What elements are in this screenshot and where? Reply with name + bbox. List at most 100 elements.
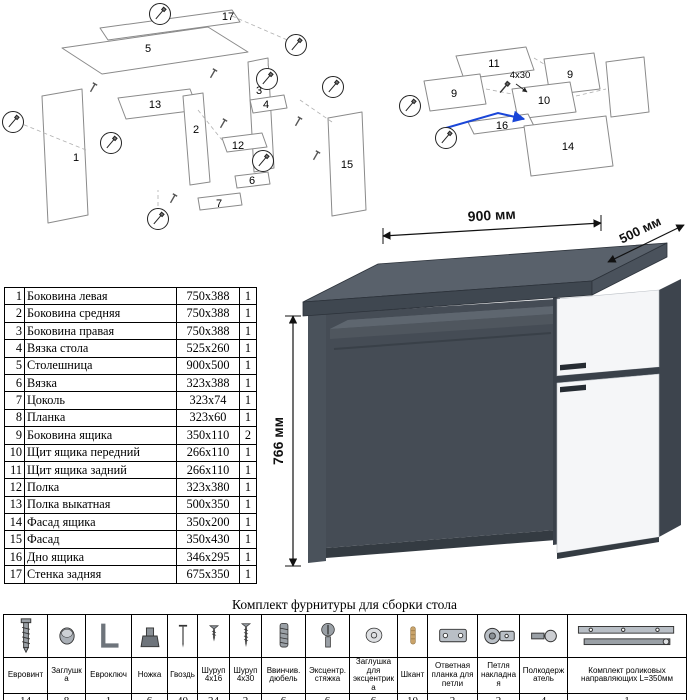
hardware-qty: 1 (567, 692, 687, 700)
part-qty: 1 (239, 478, 257, 497)
part-label: 9 (451, 88, 457, 100)
hex-key-icon (100, 623, 119, 648)
part-label: 2 (193, 124, 199, 136)
part-name: Стенка задняя (24, 565, 177, 584)
part-name: Полка (24, 478, 177, 497)
hardware-name: Комплект роликовых направляющих L=350мм (567, 657, 687, 694)
bottom-insert-arrow (445, 110, 526, 129)
cam-cover-icon (365, 627, 382, 643)
hardware-name: Заглушка для эксцентрика (349, 657, 398, 694)
hardware-qty: 6 (131, 692, 168, 700)
screw-size-label: 4x30 (510, 70, 531, 81)
hardware-icons-row (3, 614, 687, 658)
hardware-qty: 40 (167, 692, 198, 700)
part-number-labels: 17 5 3 13 2 1 4 12 6 7 15 (73, 11, 353, 210)
part-size: 750x388 (176, 304, 240, 323)
part-qty: 1 (239, 547, 257, 567)
part-size: 750x388 (176, 321, 240, 341)
assembled-desk-render: 900 мм 500 мм 766 мм (270, 208, 685, 567)
door-handle (560, 384, 586, 393)
confirmat-screw-icon (20, 618, 31, 654)
shelf-support-icon (530, 629, 557, 643)
part-name: Дно ящика (24, 547, 177, 567)
part-label: 3 (256, 85, 262, 97)
hardware-names-row: Евровинт Заглушка Евроключ Ножка Гвоздь … (3, 657, 687, 694)
part-size: 900x500 (176, 356, 240, 375)
part-qty: 1 (239, 339, 257, 358)
hardware-name: Евроключ (85, 657, 132, 694)
hardware-name: Ввинчив. дюбель (261, 657, 306, 694)
part-num: 9 (4, 426, 25, 445)
part-label: 1 (73, 152, 79, 164)
hardware-qty: 2 (427, 692, 478, 700)
part-num: 16 (4, 547, 25, 567)
part-num: 1 (4, 286, 25, 306)
part-label: 7 (216, 198, 222, 210)
part-qty: 1 (239, 391, 257, 410)
hardware-name: Ответная планка для петли (427, 657, 478, 694)
part-num: 8 (4, 408, 25, 428)
part-qty: 1 (239, 373, 257, 393)
drawer-slides-icon (577, 626, 675, 646)
overlay-hinge-icon (484, 627, 515, 645)
hardware-name: Шуруп 4x16 (197, 657, 230, 694)
part-num: 12 (4, 478, 25, 497)
part-num: 2 (4, 304, 25, 323)
exploded-view-drawer: 4x30 11 9 9 10 16 14 (399, 46, 650, 177)
part-size: 266x110 (176, 460, 240, 480)
part-num: 13 (4, 495, 25, 515)
part-name: Боковина левая (24, 286, 177, 306)
hardware-name: Полкодержатель (519, 657, 568, 694)
part-size: 323x388 (176, 373, 240, 393)
part-size: 350x430 (176, 530, 240, 549)
part-label: 11 (488, 58, 499, 70)
part-size: 323x380 (176, 478, 240, 497)
part-num: 14 (4, 513, 25, 532)
part-name: Планка (24, 408, 177, 428)
width-dimension-label: 900 мм (467, 208, 516, 224)
part-size: 266x110 (176, 443, 240, 462)
part-size: 350x200 (176, 513, 240, 532)
part-size: 675x350 (176, 565, 240, 584)
part-num: 7 (4, 391, 25, 410)
floating-fasteners (89, 68, 321, 204)
part-name: Фасад (24, 530, 177, 549)
part-label: 14 (562, 141, 574, 153)
height-dimension-label: 766 мм (270, 417, 286, 465)
part-num: 10 (4, 443, 25, 462)
hardware-name: Эксцентр. стяжка (305, 657, 350, 694)
part-qty: 2 (239, 426, 257, 445)
part-name: Боковина ящика (24, 426, 177, 445)
assembly-guide-lines (485, 57, 607, 97)
part-name: Вязка (24, 373, 177, 393)
hardware-name: Заглушка (47, 657, 86, 694)
screw-4x16-icon (208, 625, 219, 642)
part-num: 15 (4, 530, 25, 549)
part-number-labels: 11 9 9 10 16 14 (451, 58, 574, 153)
exploded-drawer-parts (423, 46, 650, 177)
part-qty: 1 (239, 286, 257, 306)
hardware-qty: 24 (197, 692, 230, 700)
exploded-desk-parts (41, 9, 367, 224)
part-qty: 1 (239, 356, 257, 375)
part-name: Щит ящика передний (24, 443, 177, 462)
part-label: 16 (496, 120, 508, 132)
hardware-name: Шкант (397, 657, 428, 694)
hardware-qty: 6 (305, 692, 350, 700)
hardware-name: Шуруп 4x30 (229, 657, 262, 694)
part-name: Столешница (24, 356, 177, 375)
part-name: Боковина правая (24, 321, 177, 341)
part-qty: 1 (239, 460, 257, 480)
